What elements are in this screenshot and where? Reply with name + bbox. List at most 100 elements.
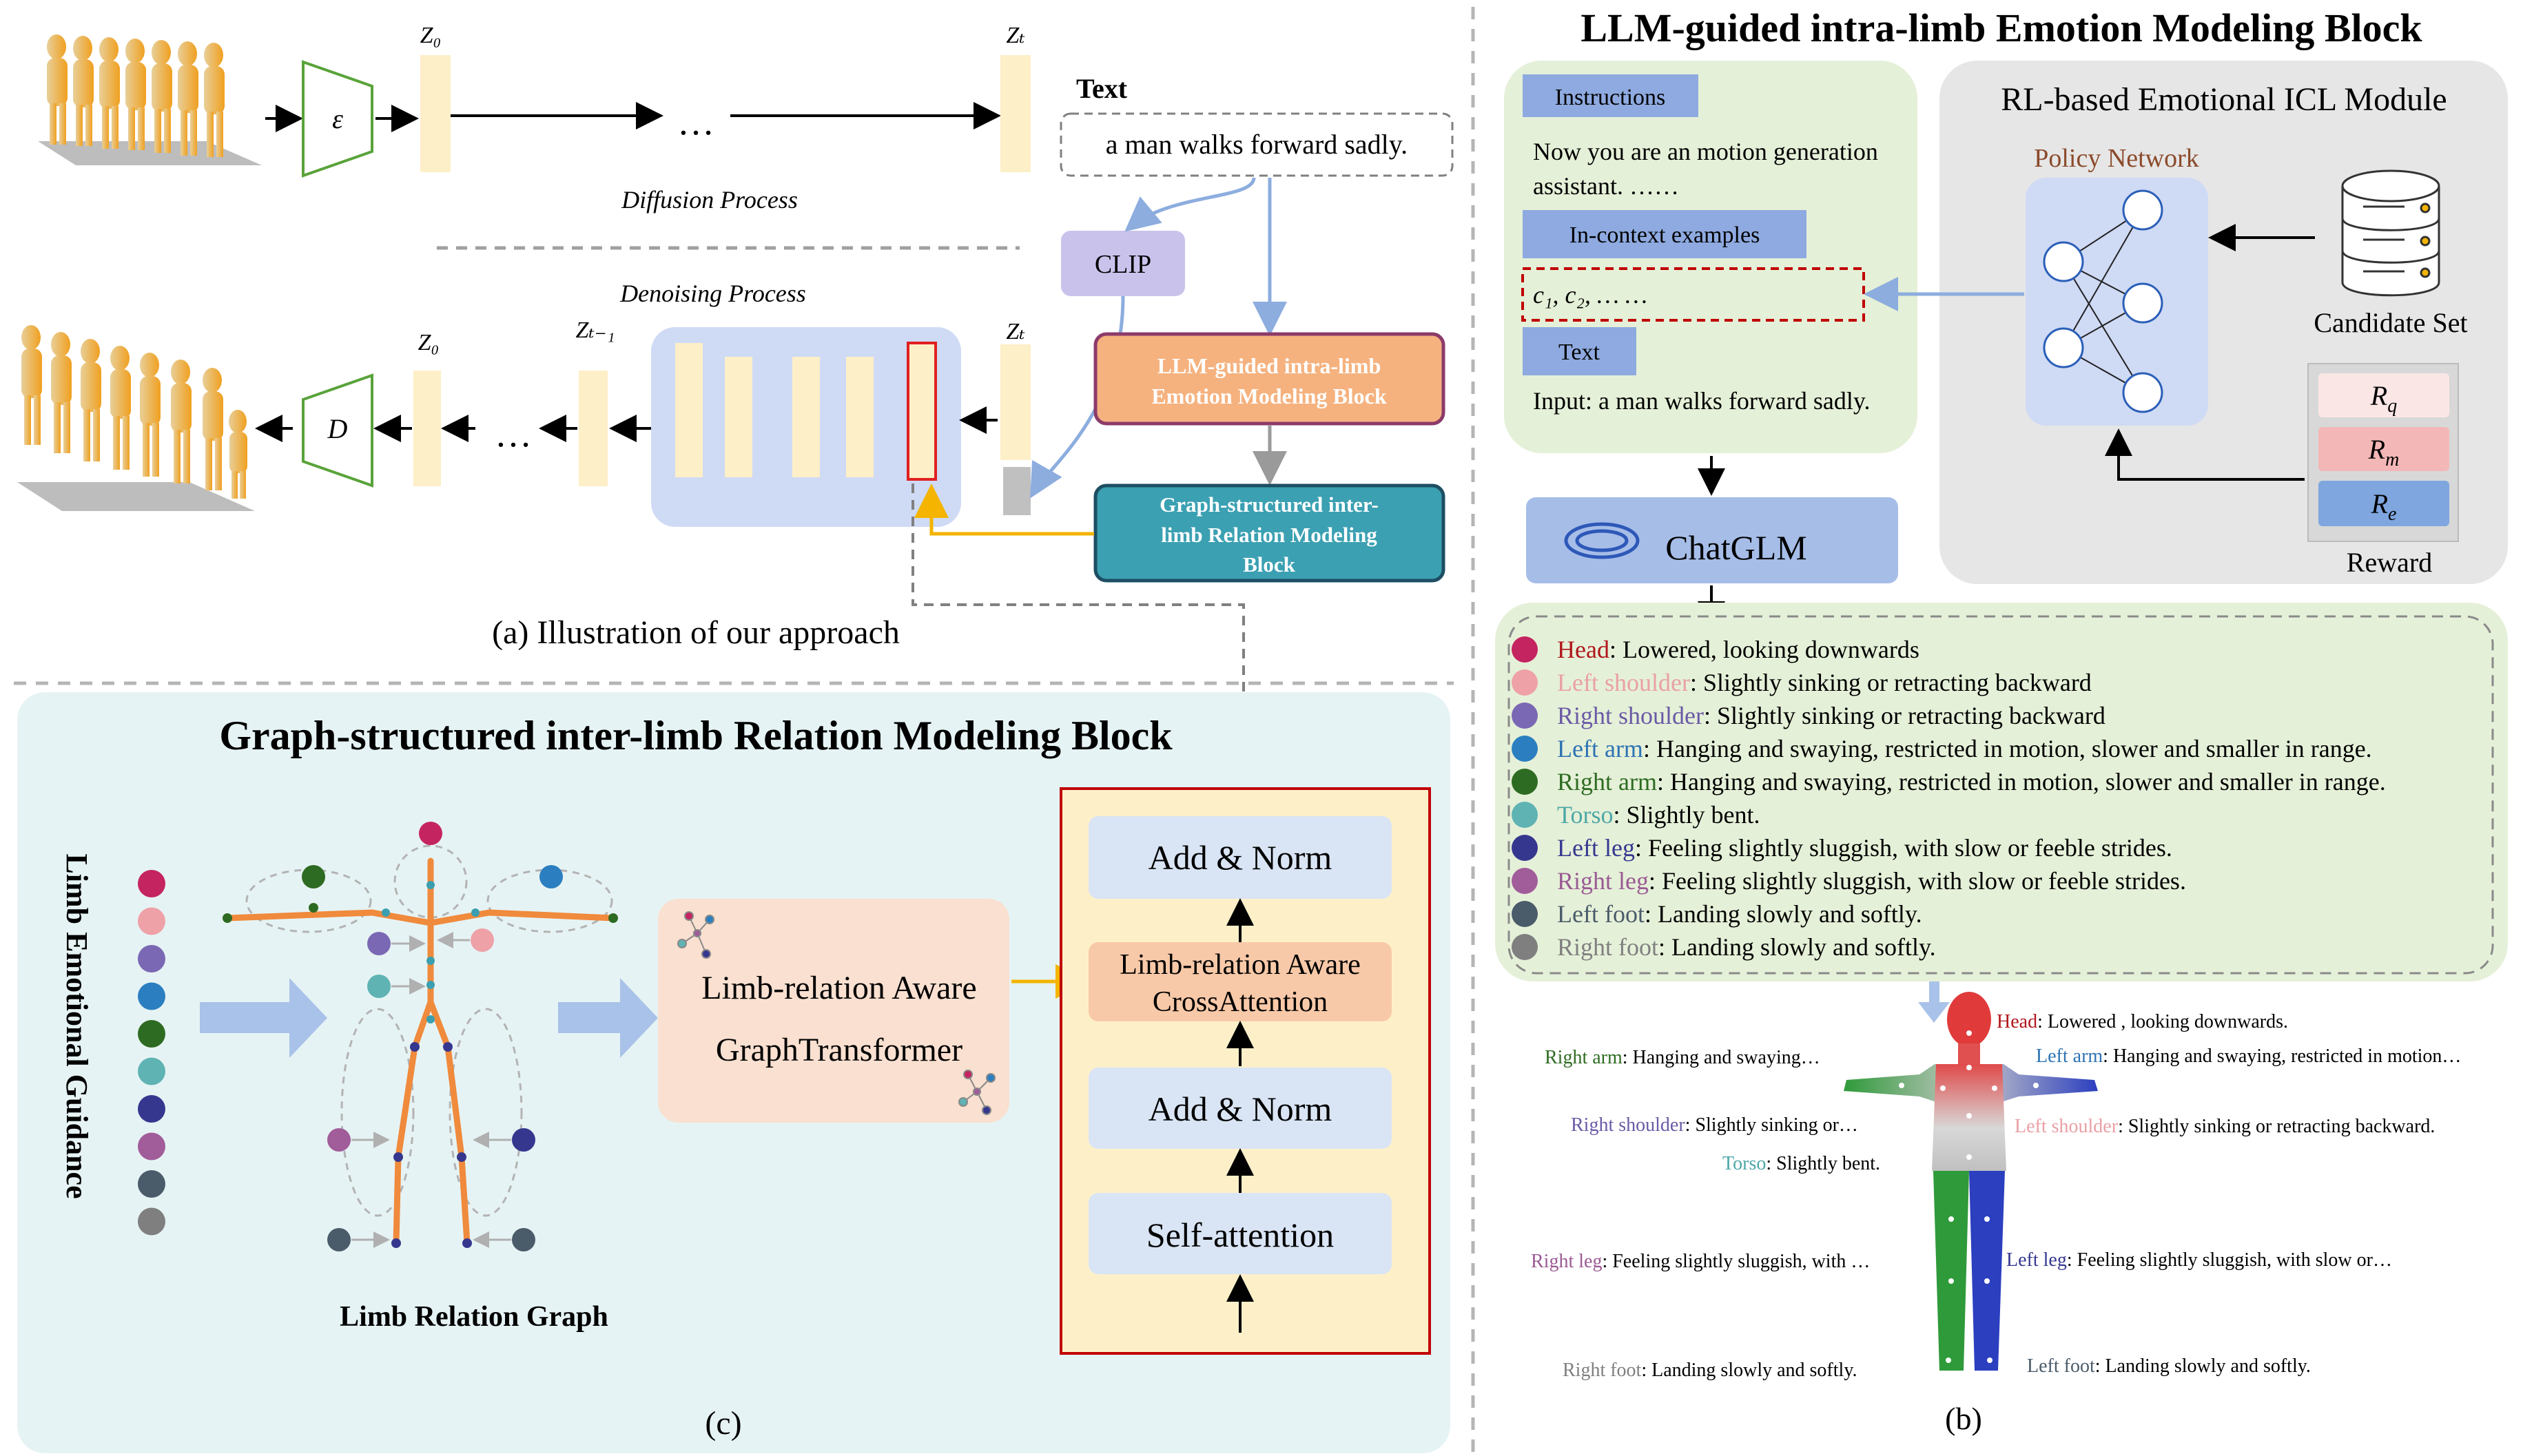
guidance-dot <box>138 1057 165 1085</box>
panel-c-title: Graph-structured inter-limb Relation Mod… <box>219 713 1173 758</box>
graph-block-line1: Graph-structured inter- <box>1160 492 1379 517</box>
add-norm-bottom-box <box>1089 1068 1392 1149</box>
arrow-to-graph <box>200 978 327 1058</box>
limb-relation-graph-label: Limb Relation Graph <box>340 1301 608 1333</box>
limb-color-dot <box>1512 901 1538 927</box>
limb-output-item: Left leg: Feeling slightly sluggish, wit… <box>1557 834 2172 862</box>
database-icon <box>2341 169 2440 297</box>
body-label-right-foot: Right foot: Landing slowly and softly. <box>1563 1360 1857 1381</box>
guidance-dot <box>138 1132 165 1161</box>
unet-layer-highlight <box>907 342 937 481</box>
limb-output-item: Head: Lowered, looking downwards <box>1557 636 1919 663</box>
instructions-text-line1: Now you are an motion generation <box>1533 138 1878 165</box>
reward-m-box <box>2318 427 2449 471</box>
guidance-dot <box>138 982 165 1010</box>
latent-z0-bottom <box>413 371 441 486</box>
limb-color-dot <box>1512 769 1538 795</box>
unet-layer-4 <box>846 357 874 477</box>
input-text: Input: a man walks forward sadly. <box>1533 387 1871 415</box>
limb-output-item: Right arm: Hanging and swaying, restrict… <box>1557 768 2386 795</box>
body-label-left-arm: Left arm: Hanging and swaying, restricte… <box>2036 1046 2461 1067</box>
graph-block-line3: Block <box>1243 552 1296 576</box>
graph-block-line2: limb Relation Modeling <box>1161 523 1377 547</box>
limb-color-dot <box>1512 669 1538 696</box>
self-attention-label: Self-attention <box>1146 1216 1334 1254</box>
rl-module-title: RL-based Emotional ICL Module <box>2001 81 2447 118</box>
body-label-left-leg: Left leg: Feeling slightly sluggish, wit… <box>2006 1249 2392 1271</box>
denoising-dots: … <box>495 413 532 455</box>
body-label-left-shoulder: Left shoulder: Slightly sinking or retra… <box>2015 1116 2435 1137</box>
reward-m-label: Rm <box>2368 434 2400 470</box>
llm-block-line1: LLM-guided intra-limb <box>1157 353 1381 378</box>
latent-zt-minus-1 <box>579 371 608 486</box>
icl-examples: c₁, c₂, … … <box>1533 281 1647 309</box>
body-label-right-shoulder: Right shoulder: Slightly sinking or… <box>1571 1114 1858 1136</box>
input-motion-image <box>38 34 262 165</box>
body-label-right-arm: Right arm: Hanging and swaying… <box>1545 1047 1820 1068</box>
limb-output-item: Left foot: Landing slowly and softly. <box>1557 900 1922 928</box>
text-prompt-box <box>1060 112 1454 177</box>
unet-layer-1 <box>675 343 703 477</box>
panel-a: ε Z₀ … Zₜ Diffusion Process Denoising Pr… <box>17 23 1454 787</box>
candidate-set-label: Candidate Set <box>2314 307 2467 338</box>
zt-minus-1-label: Zₜ₋₁ <box>575 318 615 343</box>
colored-body-image <box>1844 992 2098 1371</box>
self-attention-box <box>1089 1193 1392 1274</box>
body-label-torso: Torso: Slightly bent. <box>1722 1153 1880 1174</box>
graph-block-box <box>1093 483 1445 583</box>
reward-label: Reward <box>2347 547 2432 578</box>
unet-layer-3 <box>792 357 820 477</box>
llm-block-box <box>1093 332 1445 426</box>
text-heading: Text <box>1076 73 1128 104</box>
limb-output-item: Right leg: Feeling slightly sluggish, wi… <box>1557 867 2186 895</box>
arrow-to-body <box>1918 981 1950 1023</box>
chatglm-box <box>1526 497 1898 583</box>
panel-b: LLM-guided intra-limb Emotion Modeling B… <box>1495 6 2508 1436</box>
latent-zt-bottom <box>1000 344 1031 460</box>
limb-output-item: Right foot: Landing slowly and softly. <box>1557 933 1936 961</box>
graph-icon <box>677 911 996 1115</box>
reward-e-box <box>2318 481 2449 526</box>
latent-zt-top <box>1000 55 1031 172</box>
limb-color-dot <box>1512 835 1538 861</box>
panel-c: Graph-structured inter-limb Relation Mod… <box>17 692 1450 1453</box>
limb-output-dashed-box <box>1507 615 2494 975</box>
limb-output-item: Right shoulder: Slightly sinking or retr… <box>1557 702 2105 729</box>
add-norm-bottom-label: Add & Norm <box>1149 1090 1332 1128</box>
limb-output-item: Left arm: Hanging and swaying, restricte… <box>1557 735 2372 762</box>
z0-top-label: Z₀ <box>420 23 442 48</box>
limb-color-dot <box>1512 636 1538 663</box>
chatglm-label: ChatGLM <box>1665 528 1807 567</box>
text-tag-label: Text <box>1558 340 1600 365</box>
clip-label: CLIP <box>1095 250 1151 279</box>
cross-attention-line2: CrossAttention <box>1153 986 1328 1018</box>
limb-emotional-guidance-label: Limb Emotional Guidance <box>60 853 94 1198</box>
guidance-dot <box>138 1095 165 1123</box>
clip-box <box>1061 231 1185 296</box>
icl-examples-box <box>1521 267 1865 322</box>
limb-output-panel <box>1495 603 2508 981</box>
body-label-right-leg: Right leg: Feeling slightly sluggish, wi… <box>1531 1251 1870 1272</box>
add-norm-top-box <box>1089 816 1392 899</box>
text-tag <box>1523 327 1636 375</box>
guidance-dot <box>138 945 165 973</box>
zt-bottom-label: Zₜ <box>1006 319 1025 344</box>
limb-color-dot <box>1512 934 1538 960</box>
guidance-dot <box>138 1207 165 1236</box>
neural-net-nodes <box>2043 189 2163 413</box>
output-motion-image <box>17 325 255 511</box>
icl-tag <box>1523 210 1806 258</box>
guidance-dot <box>138 870 165 897</box>
zt-top-label: Zₜ <box>1006 23 1025 48</box>
limb-color-dot <box>1512 736 1538 762</box>
panel-b-title: LLM-guided intra-limb Emotion Modeling B… <box>1580 6 2422 50</box>
panel-c-caption: (c) <box>705 1405 741 1442</box>
reward-q-box <box>2318 373 2449 417</box>
unet-layer-2 <box>725 357 752 477</box>
guidance-dot <box>138 1020 165 1048</box>
panel-a-caption: (a) Illustration of our approach <box>492 614 900 651</box>
text-prompt: a man walks forward sadly. <box>1106 129 1408 160</box>
instructions-tag <box>1523 74 1698 117</box>
guidance-dots <box>138 870 165 1236</box>
